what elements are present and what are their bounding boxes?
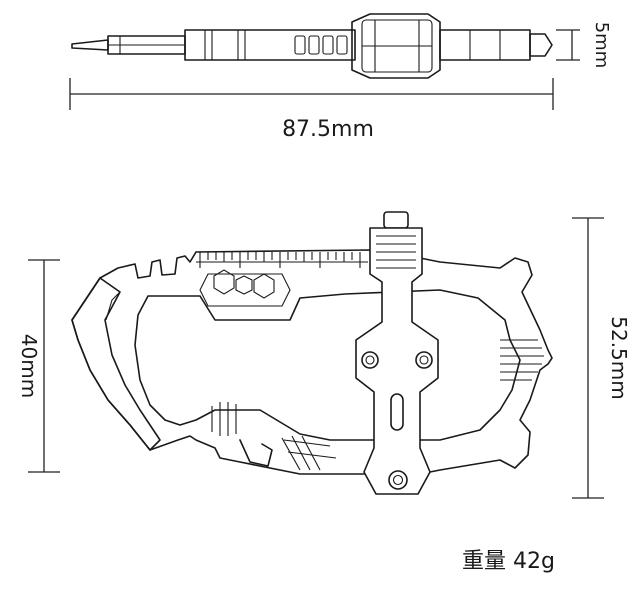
grip-ridges	[211, 402, 337, 471]
clip-slot	[390, 393, 404, 431]
belt-clip	[355, 211, 439, 495]
side-view	[69, 13, 580, 110]
thickness-label: 5mm	[591, 22, 612, 69]
screw-bottom	[388, 470, 408, 490]
ruler	[196, 252, 368, 268]
hex-wrench-holes	[199, 269, 291, 307]
tool-outline	[71, 249, 553, 475]
side-grip	[500, 339, 544, 381]
length-label: 87.5mm	[282, 117, 374, 142]
height-label: 40mm	[17, 334, 41, 398]
width-label: 52.5mm	[607, 316, 631, 400]
weight-label: 重量 42g	[462, 549, 555, 574]
screw-right	[415, 351, 433, 369]
screw-left	[361, 351, 379, 369]
front-view	[28, 211, 604, 499]
side-ridges	[294, 35, 348, 55]
